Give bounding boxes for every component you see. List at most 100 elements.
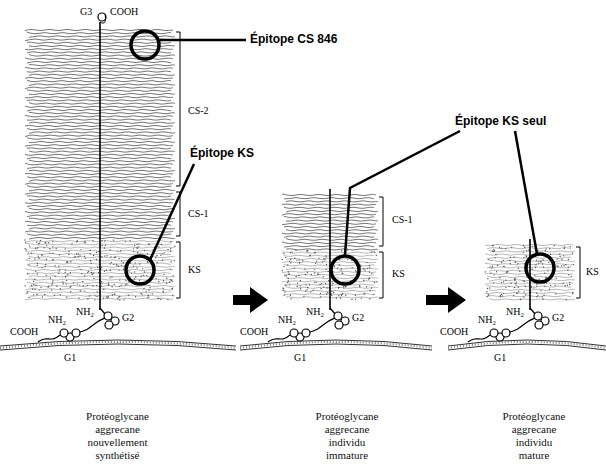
gag-chain	[27, 62, 171, 64]
panel-caption: Protéoglycane aggrecane nouvellement syn…	[86, 410, 149, 466]
ks-stipple	[49, 248, 50, 249]
ks-stipple	[54, 294, 55, 295]
ks-stipple	[163, 290, 164, 291]
ks-stipple	[568, 267, 569, 268]
ks-stipple	[78, 253, 79, 254]
cell-membrane-texture	[448, 342, 606, 348]
ks-stipple	[359, 285, 360, 286]
ks-stipple	[87, 298, 88, 299]
gag-chain	[29, 132, 175, 134]
ks-stipple	[369, 271, 370, 272]
ks-stipple	[158, 298, 159, 299]
ks-stipple	[550, 253, 551, 254]
ks-stipple	[500, 296, 501, 297]
ks-stipple	[366, 286, 367, 287]
ks-stipple	[513, 295, 514, 296]
region-bracket	[379, 197, 383, 246]
g1-domain	[502, 329, 510, 337]
ks-stipple	[518, 291, 519, 292]
block-arrow	[426, 295, 448, 305]
ks-stipple	[340, 298, 341, 299]
g1-domain	[290, 329, 298, 337]
ks-stipple	[364, 269, 365, 270]
ks-stipple	[108, 284, 109, 285]
region-label: CS-1	[188, 208, 209, 220]
ks-stipple	[314, 252, 315, 253]
gag-chain	[27, 167, 171, 168]
gag-chain	[29, 151, 175, 152]
ks-stipple	[155, 278, 156, 279]
cell-membrane	[448, 340, 606, 346]
domain-label: G2	[552, 312, 564, 324]
ks-stipple	[288, 278, 289, 279]
ks-stipple	[300, 280, 301, 281]
ks-stipple	[570, 246, 571, 247]
gag-chain	[284, 294, 374, 296]
cell-membrane	[0, 340, 236, 346]
ks-stipple	[118, 297, 119, 298]
ks-stipple	[296, 276, 297, 277]
ks-stipple	[332, 283, 333, 284]
ks-stipple	[84, 241, 85, 242]
ks-stipple	[532, 246, 533, 247]
ks-stipple	[536, 293, 537, 294]
ks-stipple	[331, 285, 332, 286]
ks-stipple	[109, 249, 110, 250]
gag-chain	[29, 238, 175, 240]
ks-stipple	[85, 258, 86, 259]
ks-stipple	[506, 272, 507, 273]
ks-stipple	[149, 287, 150, 288]
ks-stipple	[524, 280, 525, 281]
terminus-label: COOH	[440, 326, 468, 338]
ks-stipple	[517, 263, 518, 264]
gag-chain	[29, 286, 175, 288]
ks-stipple	[68, 254, 69, 255]
gag-chain	[25, 193, 173, 195]
domain-label: G1	[294, 352, 306, 364]
gag-chain	[29, 247, 175, 248]
gag-chain	[25, 183, 173, 184]
gag-chain	[27, 186, 171, 188]
ks-stipple	[93, 255, 94, 256]
interglobular-domain	[506, 318, 535, 333]
ks-stipple	[119, 299, 120, 300]
ks-stipple	[148, 243, 149, 244]
ks-stipple	[331, 290, 332, 291]
ks-stipple	[563, 255, 564, 256]
gag-chain	[27, 215, 171, 217]
gag-chain	[282, 262, 376, 263]
ks-stipple	[45, 264, 46, 265]
core-protein	[329, 189, 331, 310]
ks-stipple	[125, 284, 126, 285]
ks-stipple	[284, 291, 285, 292]
ks-stipple	[138, 246, 139, 247]
ks-stipple	[70, 272, 71, 273]
ks-stipple	[24, 248, 25, 249]
ks-stipple	[496, 271, 497, 272]
ks-stipple	[510, 257, 511, 258]
ks-stipple	[117, 298, 118, 299]
ks-stipple	[96, 292, 97, 293]
ks-stipple	[572, 293, 573, 294]
ks-stipple	[28, 252, 29, 253]
ks-stipple	[503, 260, 504, 261]
ks-stipple	[486, 296, 487, 297]
ks-stipple	[101, 256, 102, 257]
gag-chain	[284, 255, 374, 256]
ks-stipple	[163, 252, 164, 253]
ks-stipple	[327, 292, 328, 293]
ks-stipple	[33, 281, 34, 282]
ks-stipple	[125, 241, 126, 242]
ks-stipple	[510, 282, 511, 283]
ks-stipple	[320, 293, 321, 294]
ks-stipple	[283, 288, 284, 289]
ks-stipple	[325, 283, 326, 284]
ks-stipple	[82, 281, 83, 282]
ks-stipple	[48, 242, 49, 243]
ks-stipple	[29, 245, 30, 246]
ks-stipple	[318, 257, 319, 258]
ks-stipple	[283, 289, 284, 290]
ks-stipple	[79, 255, 80, 256]
ks-stipple	[369, 298, 370, 299]
gag-chain	[284, 264, 374, 266]
